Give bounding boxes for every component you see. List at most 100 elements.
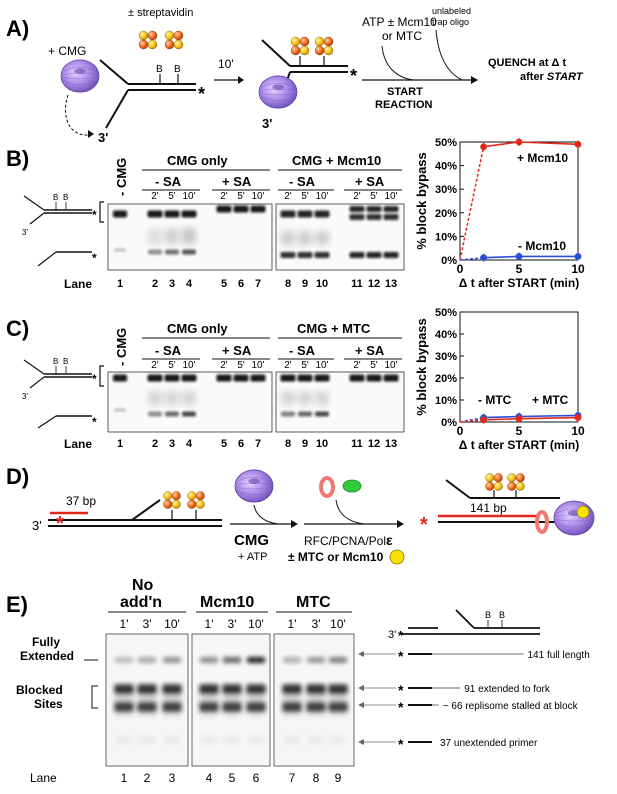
lane-number: 8 (285, 438, 291, 450)
start-line2: REACTION (375, 99, 433, 111)
primer-star: * (56, 513, 64, 535)
time-label: 2' (353, 360, 361, 371)
biotin-label: B (53, 193, 58, 202)
data-point (480, 143, 487, 151)
gel-band (349, 214, 365, 220)
time-label: 10' (182, 360, 195, 371)
label-star: * (350, 66, 357, 86)
pcna-ring-icon (535, 510, 549, 534)
lane-number: 1 (117, 438, 123, 450)
biotin-label: B (485, 610, 491, 620)
gel-band (114, 408, 126, 412)
gel-band (283, 657, 301, 663)
three-prime-label: 3' (262, 116, 272, 131)
gel-band (165, 411, 179, 417)
data-point (515, 415, 523, 423)
arrowhead (358, 702, 364, 708)
data-point (515, 253, 523, 260)
time-label: 1' (205, 617, 214, 631)
gel-band (297, 374, 313, 382)
time-labels: 1'3'10'1'3'10'1'3'10' (120, 617, 346, 631)
group2-label: CMG + MTC (297, 321, 371, 336)
gel-band (182, 411, 196, 417)
lane-number: 9 (302, 438, 308, 450)
streptavidin-icon (314, 36, 334, 56)
plus-cmg-label: + CMG (48, 44, 86, 58)
lane-number: 4 (186, 438, 193, 450)
panel-d-label: D) (6, 464, 29, 489)
gel-bands (113, 374, 399, 417)
time-label: 5' (370, 360, 378, 371)
label-star: * (198, 84, 205, 104)
gel-band (248, 737, 264, 743)
time-label: 2' (353, 191, 361, 202)
time-label: 2' (151, 191, 159, 202)
label-star: * (92, 372, 97, 386)
gel-band (281, 411, 295, 417)
three-prime-label: 3' (388, 629, 396, 641)
lane-number: 8 (313, 771, 320, 785)
streptavidin-icon (163, 491, 181, 509)
gel-band (147, 210, 163, 218)
product-star: * (420, 514, 428, 536)
gel-band (148, 411, 162, 417)
gel-band (297, 210, 313, 218)
quench-line2: after START (520, 71, 584, 83)
y-tick-label: 0% (441, 417, 457, 429)
gel-band (329, 657, 347, 663)
series-line-dashed (459, 146, 485, 261)
gel-band (116, 737, 132, 743)
plus-sa-label: + SA (355, 343, 385, 358)
series-line-dashed (459, 419, 484, 423)
loading-arrow (65, 94, 95, 136)
product-length: 141 bp (470, 501, 507, 515)
product-label: 141 full length (528, 650, 590, 661)
time-label: 2' (151, 360, 159, 371)
time-label: 3' (143, 617, 152, 631)
lane-number: 2 (152, 278, 158, 290)
blocked-line2: Sites (34, 697, 63, 711)
gel-band (148, 228, 162, 244)
col1-line2: add'n (120, 594, 162, 611)
biotin-label: B (53, 357, 58, 366)
gel-band (366, 206, 382, 212)
lane-number: 13 (385, 278, 397, 290)
gel-band (247, 685, 265, 715)
lane-number: 1 (117, 278, 123, 290)
label-star: * (92, 251, 97, 265)
gel-band (138, 657, 156, 663)
gel-band (223, 657, 241, 663)
x-tick-label: 0 (457, 262, 464, 276)
series-label: - Mcm10 (518, 239, 566, 253)
fully-extended-line1: Fully (32, 635, 60, 649)
minus-sa-label: - SA (289, 343, 316, 358)
gel-band (250, 205, 266, 213)
gel-band (201, 737, 217, 743)
panel-b-label: B) (6, 146, 29, 171)
gel-band (366, 374, 382, 382)
minus-sa-label: - SA (289, 174, 316, 189)
time-label: 5' (237, 191, 245, 202)
gel-band (115, 685, 133, 715)
series-line-dashed (459, 256, 484, 261)
streptavidin-icon (290, 36, 310, 56)
gel-band (307, 685, 325, 715)
lane-number: 7 (255, 438, 261, 450)
streptavidin-label: ± streptavidin (128, 7, 193, 19)
gel-band (148, 391, 162, 405)
x-tick-label: 10 (571, 424, 585, 438)
gel-band (297, 252, 313, 258)
gel-band (233, 205, 249, 213)
gel-band (164, 737, 180, 743)
time-label: 1' (288, 617, 297, 631)
series-line (483, 141, 579, 148)
gel-band (139, 737, 155, 743)
time-label: 5' (237, 360, 245, 371)
time-label: 5' (168, 360, 176, 371)
panel-e-label: E) (6, 592, 28, 617)
gel-band (224, 737, 240, 743)
time-label: 5' (168, 191, 176, 202)
gel-band (280, 374, 296, 382)
no-cmg-label: - CMG (114, 328, 129, 366)
